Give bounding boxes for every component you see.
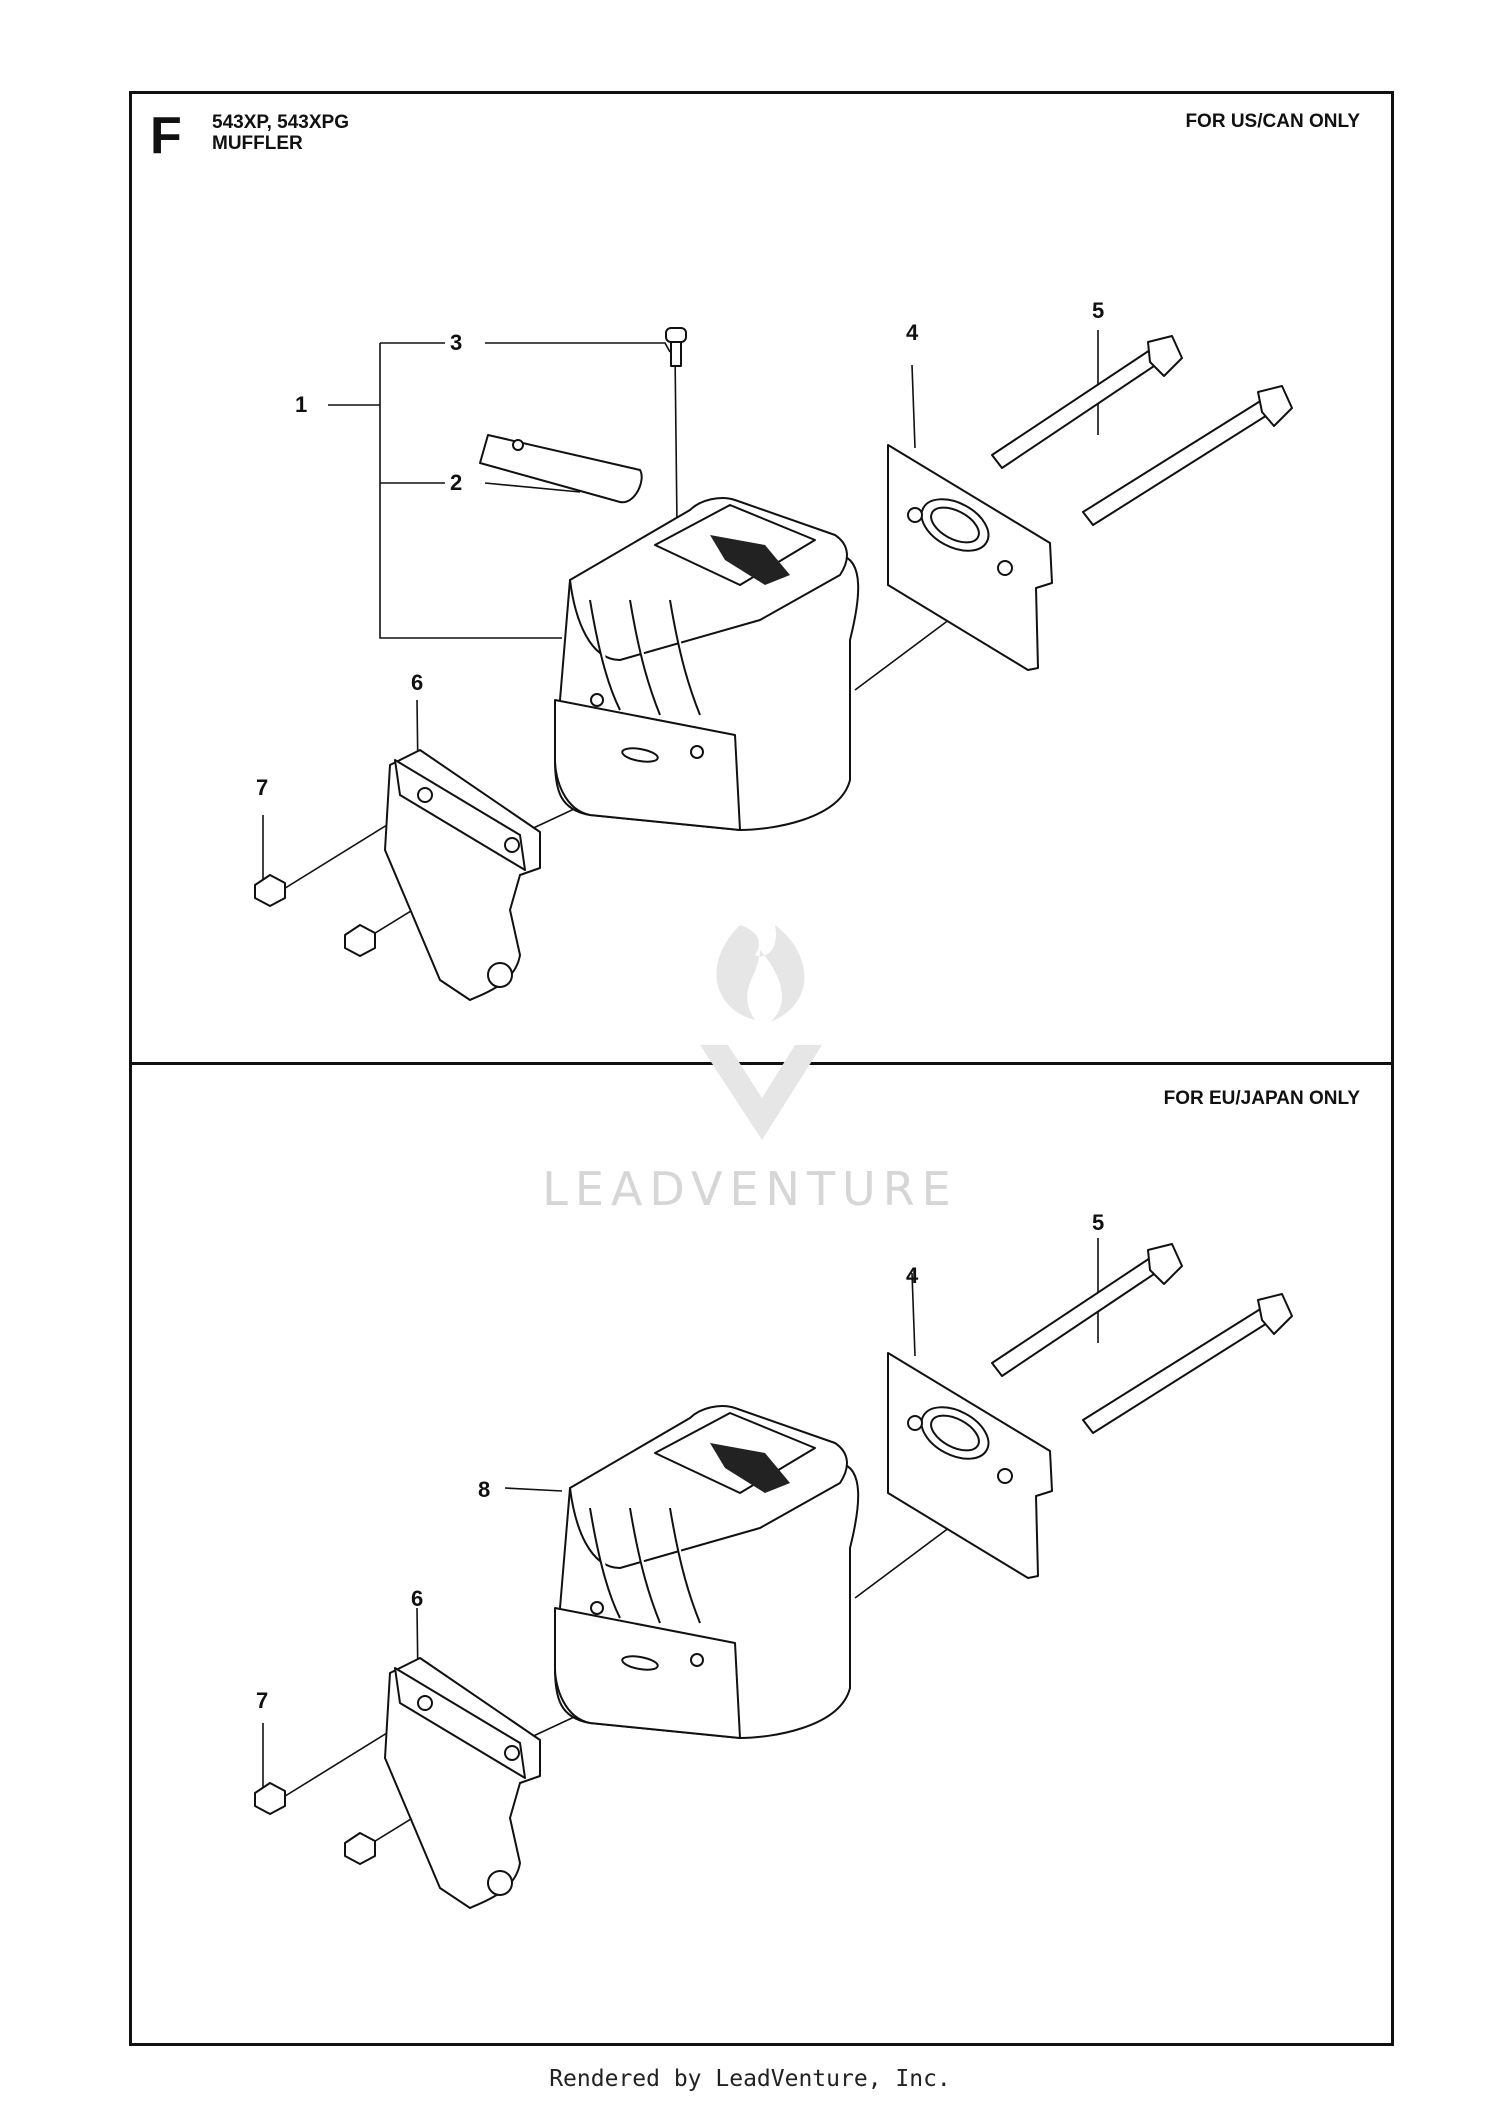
region-label-us-can: FOR US/CAN ONLY [1185,111,1360,132]
model-numbers: 543XP, 543XPG [212,112,349,133]
plate-part [479,434,643,504]
callout-7: 7 [256,775,268,800]
diagram-frame [129,91,1394,2046]
callout-3: 3 [450,330,462,355]
exploded-view-eu-japan: 4 5 8 6 7 [254,1210,1293,1909]
watermark-logo [700,925,822,1140]
callout-4: 4 [906,1263,919,1288]
callout-2: 2 [450,470,462,495]
section-letter: F [150,107,182,165]
bracket-part [384,749,541,1001]
bolt-part [991,1243,1293,1434]
region-label-eu-japan: FOR EU/JAPAN ONLY [1163,1088,1360,1109]
callout-7: 7 [256,1688,268,1713]
screw-part [665,327,687,367]
callout-6: 6 [411,670,423,695]
callout-6: 6 [411,1586,423,1611]
muffler-part [554,497,860,831]
callout-8: 8 [478,1477,490,1502]
nut-part [254,874,376,957]
bracket-part [384,1657,541,1909]
gasket-part [887,444,1053,671]
nut-part [254,1782,376,1865]
callout-1: 1 [295,392,307,417]
panel-divider [129,1062,1394,1065]
callout-4: 4 [906,320,919,345]
callout-5: 5 [1092,1210,1104,1235]
gasket-part [887,1352,1053,1579]
footer-credit: Rendered by LeadVenture, Inc. [549,2066,951,2092]
bolt-part [991,335,1293,526]
muffler-part [554,1405,860,1739]
exploded-view-us-can: 1 2 3 4 5 6 7 [254,298,1293,1001]
assembly-title: MUFFLER [212,133,303,154]
watermark-text: LEADVENTURE [542,1162,958,1216]
callout-5: 5 [1092,298,1104,323]
